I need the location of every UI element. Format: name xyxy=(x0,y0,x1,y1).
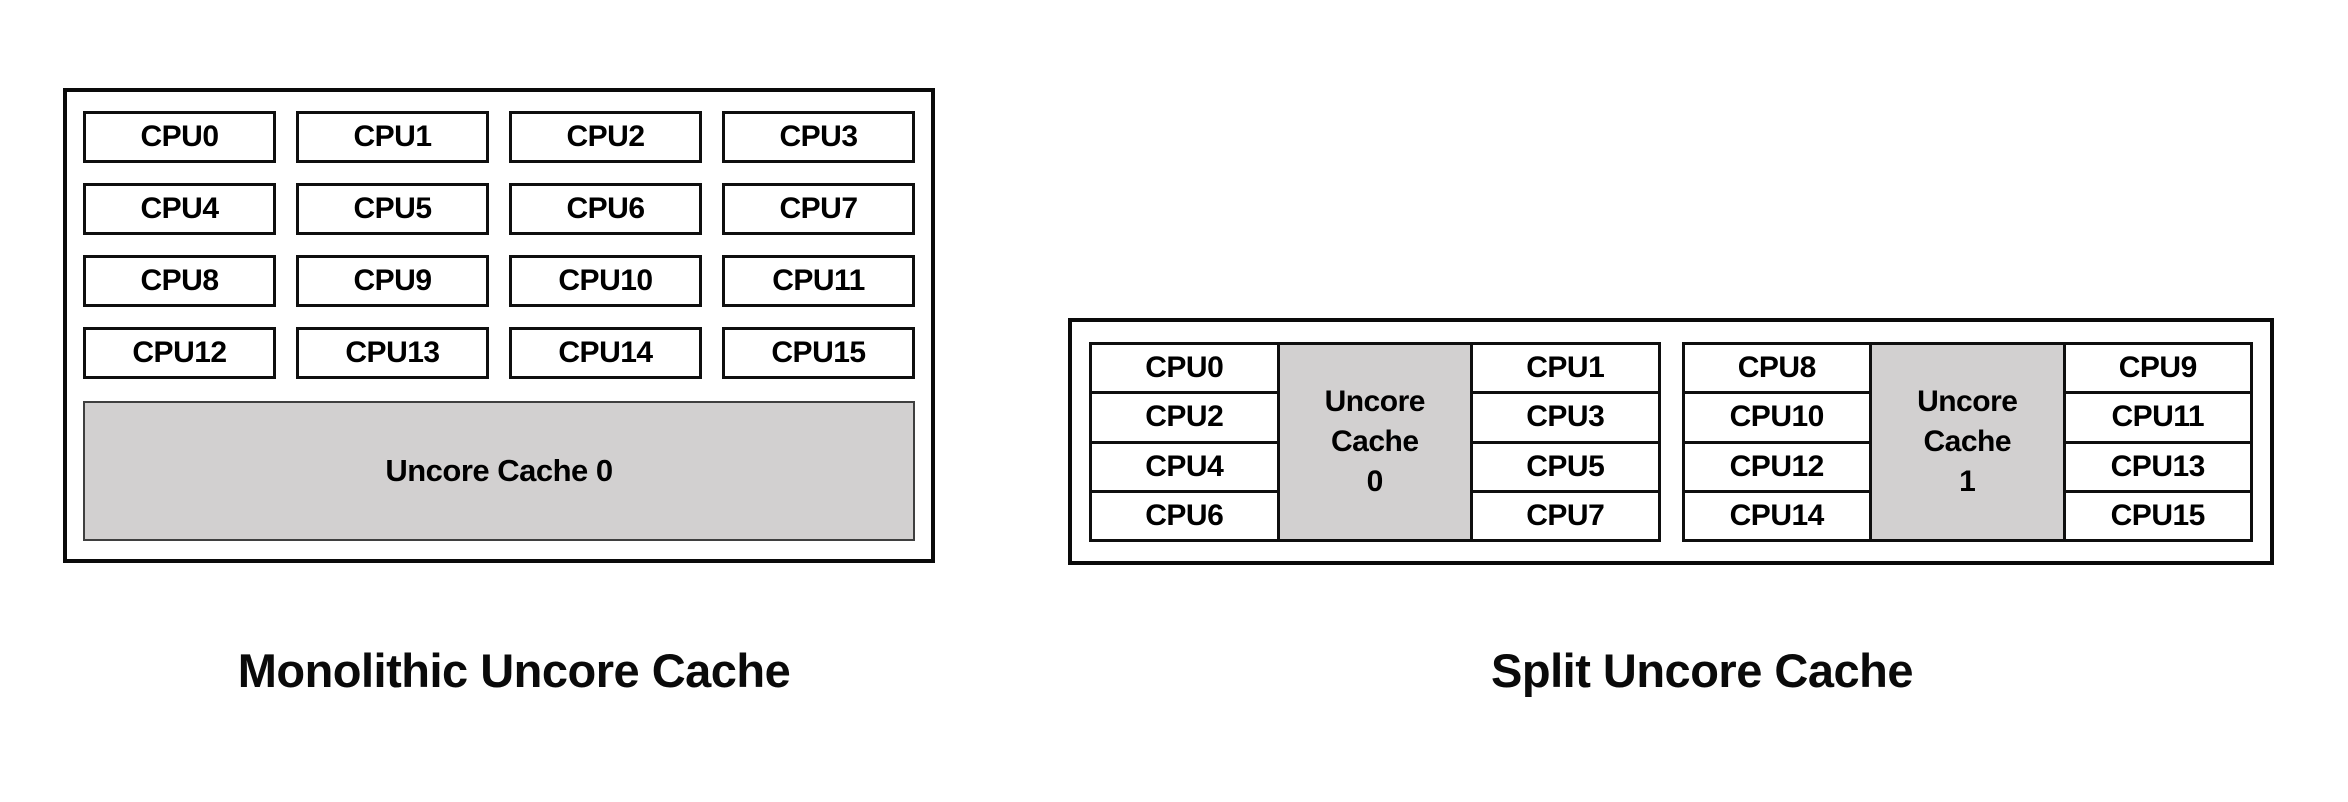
uncore-cache-1-box: Uncore Cache 1 xyxy=(1869,342,2066,542)
cache-cluster-0: CPU0 CPU2 CPU4 CPU6 Uncore Cache 0 CPU1 … xyxy=(1089,342,1661,542)
cache-label-line: Uncore xyxy=(1324,385,1426,418)
cpu-box: CPU14 xyxy=(509,327,702,379)
cpu-column: CPU9 CPU11 CPU13 CPU15 xyxy=(2062,342,2253,542)
cpu-box: CPU1 xyxy=(1470,342,1661,395)
cpu-box: CPU9 xyxy=(296,255,489,307)
monolithic-caption: Monolithic Uncore Cache xyxy=(237,644,791,697)
cpu-box: CPU5 xyxy=(296,183,489,235)
cpu-column: CPU8 CPU10 CPU12 CPU14 xyxy=(1681,342,1872,542)
cpu-box: CPU10 xyxy=(509,255,702,307)
cpu-box: CPU14 xyxy=(1681,489,1872,542)
cpu-box: CPU15 xyxy=(722,327,915,379)
cpu-box: CPU2 xyxy=(509,111,702,163)
cpu-box: CPU8 xyxy=(83,255,276,307)
cpu-box: CPU6 xyxy=(1089,489,1280,542)
cpu-box: CPU7 xyxy=(722,183,915,235)
monolithic-diagram: CPU0 CPU1 CPU2 CPU3 CPU4 CPU5 CPU6 CPU7 … xyxy=(63,88,935,563)
cpu-box: CPU0 xyxy=(1089,342,1280,395)
cpu-box: CPU13 xyxy=(296,327,489,379)
cpu-box: CPU3 xyxy=(722,111,915,163)
cpu-box: CPU6 xyxy=(509,183,702,235)
cpu-column: CPU1 CPU3 CPU5 CPU7 xyxy=(1470,342,1661,542)
cpu-box: CPU4 xyxy=(83,183,276,235)
cache-label-line: Uncore xyxy=(1917,385,2018,418)
cpu-box: CPU9 xyxy=(2062,342,2253,395)
cpu-column: CPU0 CPU2 CPU4 CPU6 xyxy=(1089,342,1280,542)
cpu-box: CPU2 xyxy=(1089,391,1280,444)
cpu-box: CPU13 xyxy=(2062,440,2253,493)
cache-label-line: 0 xyxy=(1366,465,1384,498)
cache-label-line: Cache xyxy=(1330,425,1419,458)
cpu-box: CPU12 xyxy=(83,327,276,379)
cache-cluster-1: CPU8 CPU10 CPU12 CPU14 Uncore Cache 1 CP… xyxy=(1681,342,2253,542)
cpu-box: CPU15 xyxy=(2062,489,2253,542)
cpu-box: CPU10 xyxy=(1681,391,1872,444)
cpu-box: CPU12 xyxy=(1681,440,1872,493)
cpu-box: CPU11 xyxy=(2062,391,2253,444)
cpu-box: CPU0 xyxy=(83,111,276,163)
cpu-grid: CPU0 CPU1 CPU2 CPU3 CPU4 CPU5 CPU6 CPU7 … xyxy=(83,111,915,379)
uncore-cache-0-box: Uncore Cache 0 xyxy=(1276,342,1473,542)
split-diagram: CPU0 CPU2 CPU4 CPU6 Uncore Cache 0 CPU1 … xyxy=(1068,318,2274,565)
cpu-box: CPU8 xyxy=(1681,342,1872,395)
cache-label-line: 1 xyxy=(1959,465,1976,498)
split-caption: Split Uncore Cache xyxy=(1491,644,1913,697)
uncore-cache-0-box: Uncore Cache 0 xyxy=(83,401,915,541)
cpu-box: CPU11 xyxy=(722,255,915,307)
cpu-box: CPU7 xyxy=(1470,489,1661,542)
cache-label-line: Cache xyxy=(1923,425,2012,458)
cpu-box: CPU3 xyxy=(1470,391,1661,444)
cpu-box: CPU5 xyxy=(1470,440,1661,493)
cpu-box: CPU1 xyxy=(296,111,489,163)
cpu-box: CPU4 xyxy=(1089,440,1280,493)
